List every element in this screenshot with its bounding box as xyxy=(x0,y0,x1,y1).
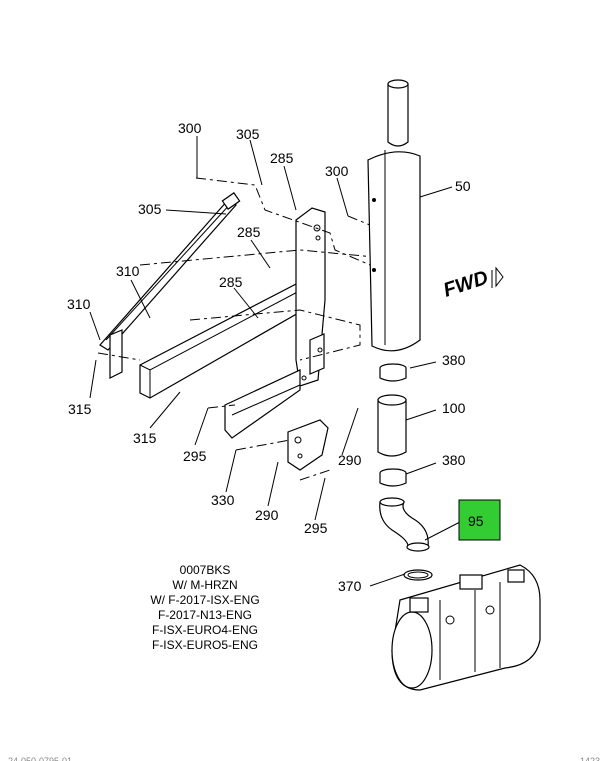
callout-290: 290 xyxy=(338,452,362,468)
callout-285: 285 xyxy=(219,274,243,290)
forward-arrow-icon xyxy=(495,266,504,288)
callout-380: 380 xyxy=(442,352,466,368)
note-line: F-ISX-EURO5-ENG xyxy=(152,638,258,652)
note-line: F-2017-N13-ENG xyxy=(158,608,252,622)
note-line: F-ISX-EURO4-ENG xyxy=(152,623,258,637)
callout-380: 380 xyxy=(442,452,466,468)
highlight-box[interactable] xyxy=(458,499,501,541)
callout-300: 300 xyxy=(325,163,349,179)
callout-290: 290 xyxy=(255,507,279,523)
phantom-lines xyxy=(97,177,386,481)
callout-95[interactable]: 95 xyxy=(468,513,484,529)
callout-300: 300 xyxy=(178,120,202,136)
fwd-label: FWD xyxy=(441,267,491,302)
callout-310: 310 xyxy=(67,296,91,312)
callout-295: 295 xyxy=(183,448,207,464)
note-line: W/ M-HRZN xyxy=(172,578,237,592)
callout-285: 285 xyxy=(237,224,261,240)
callout-100: 100 xyxy=(442,400,466,416)
callouts: 300 305 285 300 50 305 285 310 285 310 3… xyxy=(67,120,471,594)
callout-370: 370 xyxy=(338,578,362,594)
callout-315: 315 xyxy=(133,430,157,446)
footer-page-number: 1423 xyxy=(580,756,600,761)
note-line: 0007BKS xyxy=(180,563,231,577)
callout-295: 295 xyxy=(304,520,328,536)
callout-305: 305 xyxy=(138,201,162,217)
note-line: W/ F-2017-ISX-ENG xyxy=(150,593,259,607)
callout-50: 50 xyxy=(455,178,471,194)
callout-305: 305 xyxy=(236,126,260,142)
callout-95-highlight[interactable]: 95 xyxy=(458,499,501,541)
forward-indicator: FWD xyxy=(441,266,504,302)
callout-315: 315 xyxy=(68,401,92,417)
callout-310: 310 xyxy=(116,263,140,279)
bracket-assembly xyxy=(99,192,329,471)
leader-lines xyxy=(89,136,461,587)
callout-285: 285 xyxy=(270,150,294,166)
footer-drawing-number: 24-050-0795-01 xyxy=(8,756,72,761)
notes-block: 0007BKS W/ M-HRZN W/ F-2017-ISX-ENG F-20… xyxy=(150,563,259,652)
exhaust-stack xyxy=(367,79,541,691)
callout-330: 330 xyxy=(211,492,235,508)
